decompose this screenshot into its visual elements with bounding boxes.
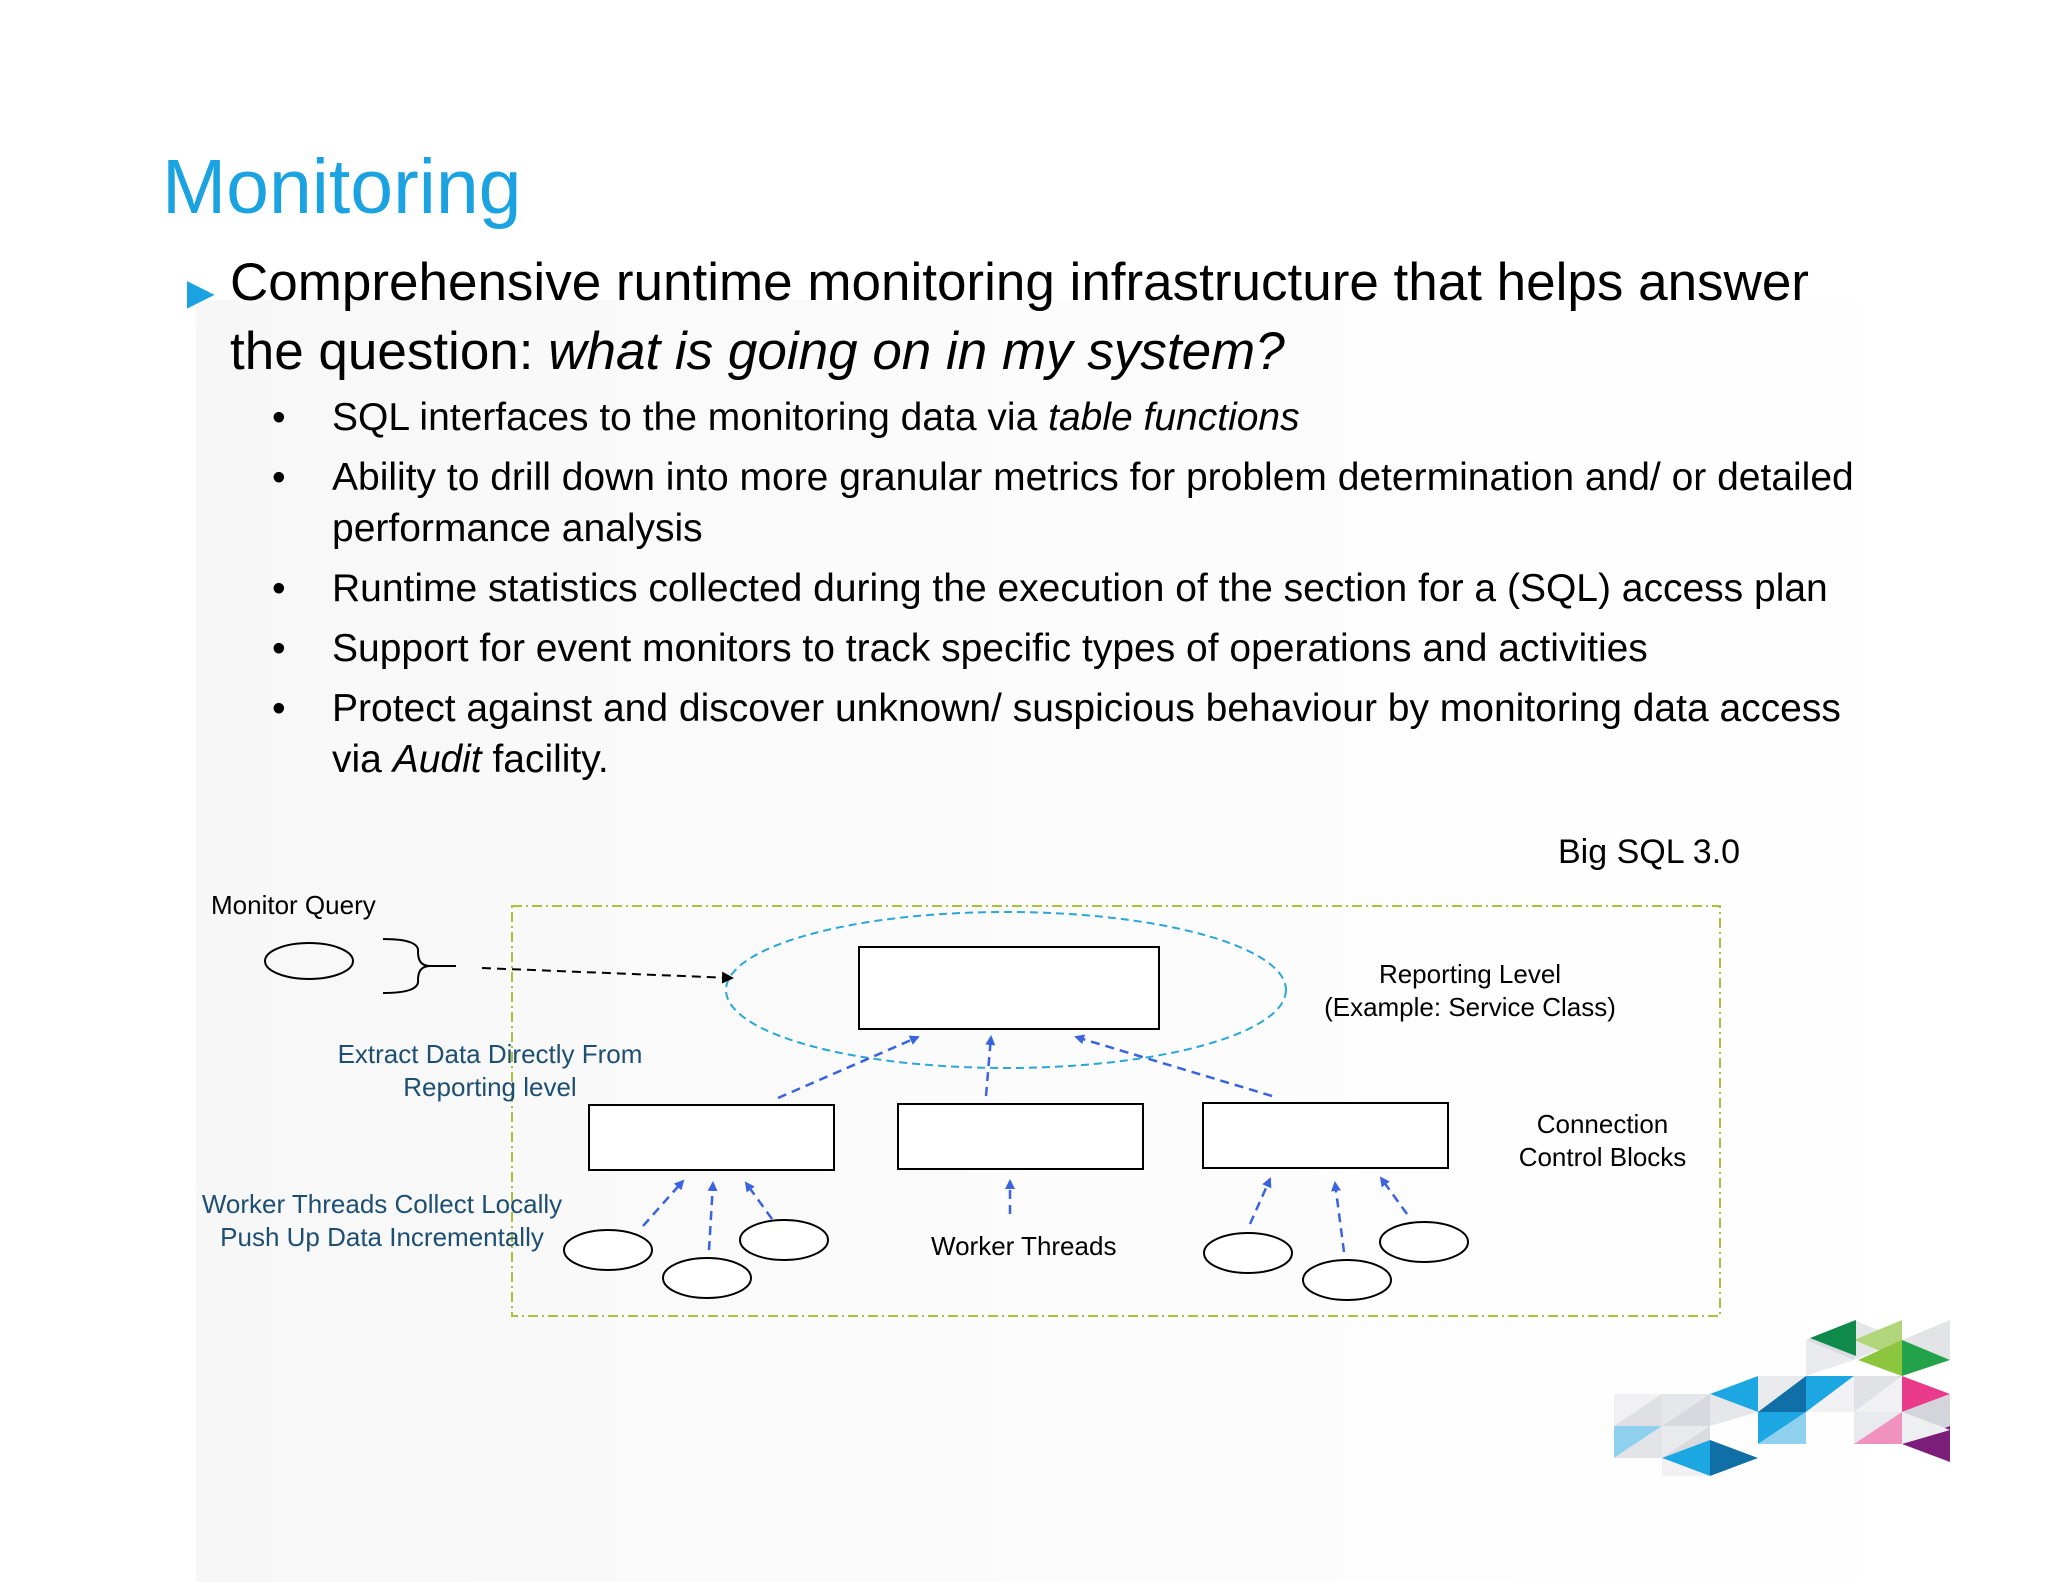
worker-thread-ellipse [563, 1229, 653, 1271]
decorative-logo-mosaic [1614, 1320, 1950, 1476]
bullet-item: •Protect against and discover unknown/ s… [270, 683, 1890, 785]
bullet-dot: • [272, 396, 286, 439]
bullet-dot: • [272, 627, 286, 670]
bullet-dot: • [272, 456, 286, 499]
reporting-level-box [858, 946, 1160, 1030]
bullet-dot: • [272, 567, 286, 610]
worker-thread-ellipse [1302, 1259, 1392, 1301]
push-arrow-1 [777, 1035, 920, 1100]
worker-arrow [1248, 1177, 1272, 1225]
worker-thread-ellipse [739, 1219, 829, 1261]
worker-arrow [1379, 1176, 1409, 1215]
worker-thread-ellipse [662, 1257, 752, 1299]
push-arrow-3 [1074, 1034, 1273, 1098]
monitor-query-ellipse [264, 942, 354, 980]
system-container [511, 905, 1721, 1317]
version-label: Big SQL 3.0 [1558, 833, 1741, 871]
bullet-item: •Ability to drill down into more granula… [270, 452, 1890, 554]
worker-thread-ellipse [1379, 1221, 1469, 1263]
push-arrow-2 [984, 1035, 996, 1097]
bullet-item: •SQL interfaces to the monitoring data v… [270, 392, 1890, 443]
reporting-level-label: Reporting Level (Example: Service Class) [1324, 959, 1616, 1022]
extract-data-label: Extract Data Directly From Reporting lev… [337, 1039, 643, 1102]
slide-title: Monitoring [162, 144, 522, 230]
monitor-query-arrow [481, 967, 734, 984]
monitor-query-brace [382, 938, 456, 994]
bullet-list: •SQL interfaces to the monitoring data v… [270, 392, 1890, 794]
lead-text: Comprehensive runtime monitoring infrast… [230, 253, 1809, 381]
worker-arrow [707, 1181, 718, 1251]
reporting-level-ellipse [725, 911, 1287, 1069]
connection-block-3 [1202, 1102, 1449, 1169]
connection-block-1 [588, 1104, 835, 1171]
worker-arrow [744, 1181, 774, 1220]
lead-italic: what is going on in my system? [548, 322, 1285, 381]
bullet-item: •Runtime statistics collected during the… [270, 563, 1890, 614]
triangle-bullet-icon: ► [178, 266, 224, 318]
monitor-query-label: Monitor Query [211, 890, 376, 920]
bullet-item: •Support for event monitors to track spe… [270, 623, 1890, 674]
bullet-dot: • [272, 687, 286, 730]
worker-arrow [642, 1179, 685, 1227]
worker-collect-label: Worker Threads Collect Locally Push Up D… [201, 1189, 563, 1252]
connection-block-2 [897, 1103, 1144, 1170]
slide-background-shade [196, 300, 1956, 1582]
worker-threads-label: Worker Threads [931, 1231, 1117, 1261]
worker-arrow [1331, 1181, 1346, 1253]
connection-blocks-label: Connection Control Blocks [1518, 1109, 1687, 1172]
lead-statement: ► Comprehensive runtime monitoring infra… [178, 248, 1878, 386]
worker-thread-ellipse [1203, 1232, 1293, 1274]
